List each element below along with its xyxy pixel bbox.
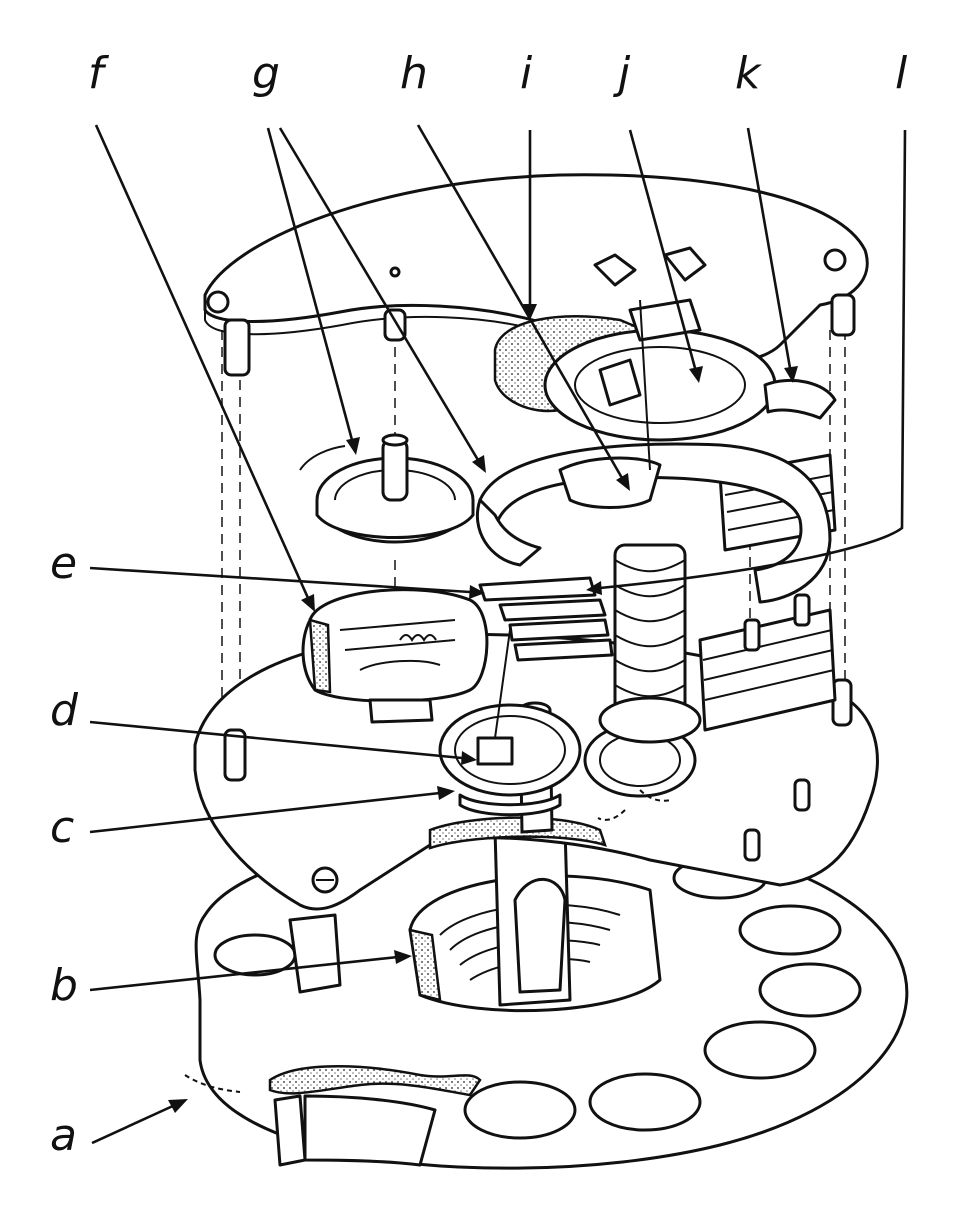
label-b: b [50,960,78,1011]
finger-holes [213,856,862,1140]
label-k: k [735,48,762,99]
label-i: i [520,48,533,99]
cam-disc [493,298,777,509]
label-f: f [88,48,110,99]
coil-spring [598,543,702,744]
label-c: c [50,802,74,853]
leader-g-1 [266,127,354,441]
pillar-right [830,293,856,337]
top-plate [203,173,869,377]
leader-lines [89,124,907,1145]
upper-gear-left [299,433,475,544]
cam-lever [763,378,837,420]
main-spring-housing [408,826,662,1013]
stud-small-1 [793,778,811,812]
leader-e [89,566,471,594]
label-e: e [50,538,77,589]
leader-d [89,720,463,760]
pillar-left [223,318,251,377]
stud-small-2 [743,828,761,862]
leader-f [94,124,310,599]
leader-k [746,127,792,369]
leader-b [89,955,399,992]
leader-h [416,124,624,479]
label-h: h [400,48,428,99]
pawl-block [476,736,514,766]
governor-housing [301,588,489,724]
leader-l [599,129,907,590]
leader-g-2 [278,127,480,461]
part-labels: a b c d e f g h i j k l [50,48,908,1161]
label-g: g [252,48,280,99]
pillar-mid [383,308,407,342]
contact-spring-stack [478,576,614,662]
leader-j [628,129,697,369]
label-d: d [50,685,79,736]
label-j: j [613,48,631,99]
label-l: l [895,48,908,99]
leader-c [89,791,441,834]
label-a: a [50,1110,77,1161]
leader-a [91,1103,176,1145]
stud-right [831,678,853,727]
stud-left [223,728,247,782]
motion-arrows [184,789,673,1093]
